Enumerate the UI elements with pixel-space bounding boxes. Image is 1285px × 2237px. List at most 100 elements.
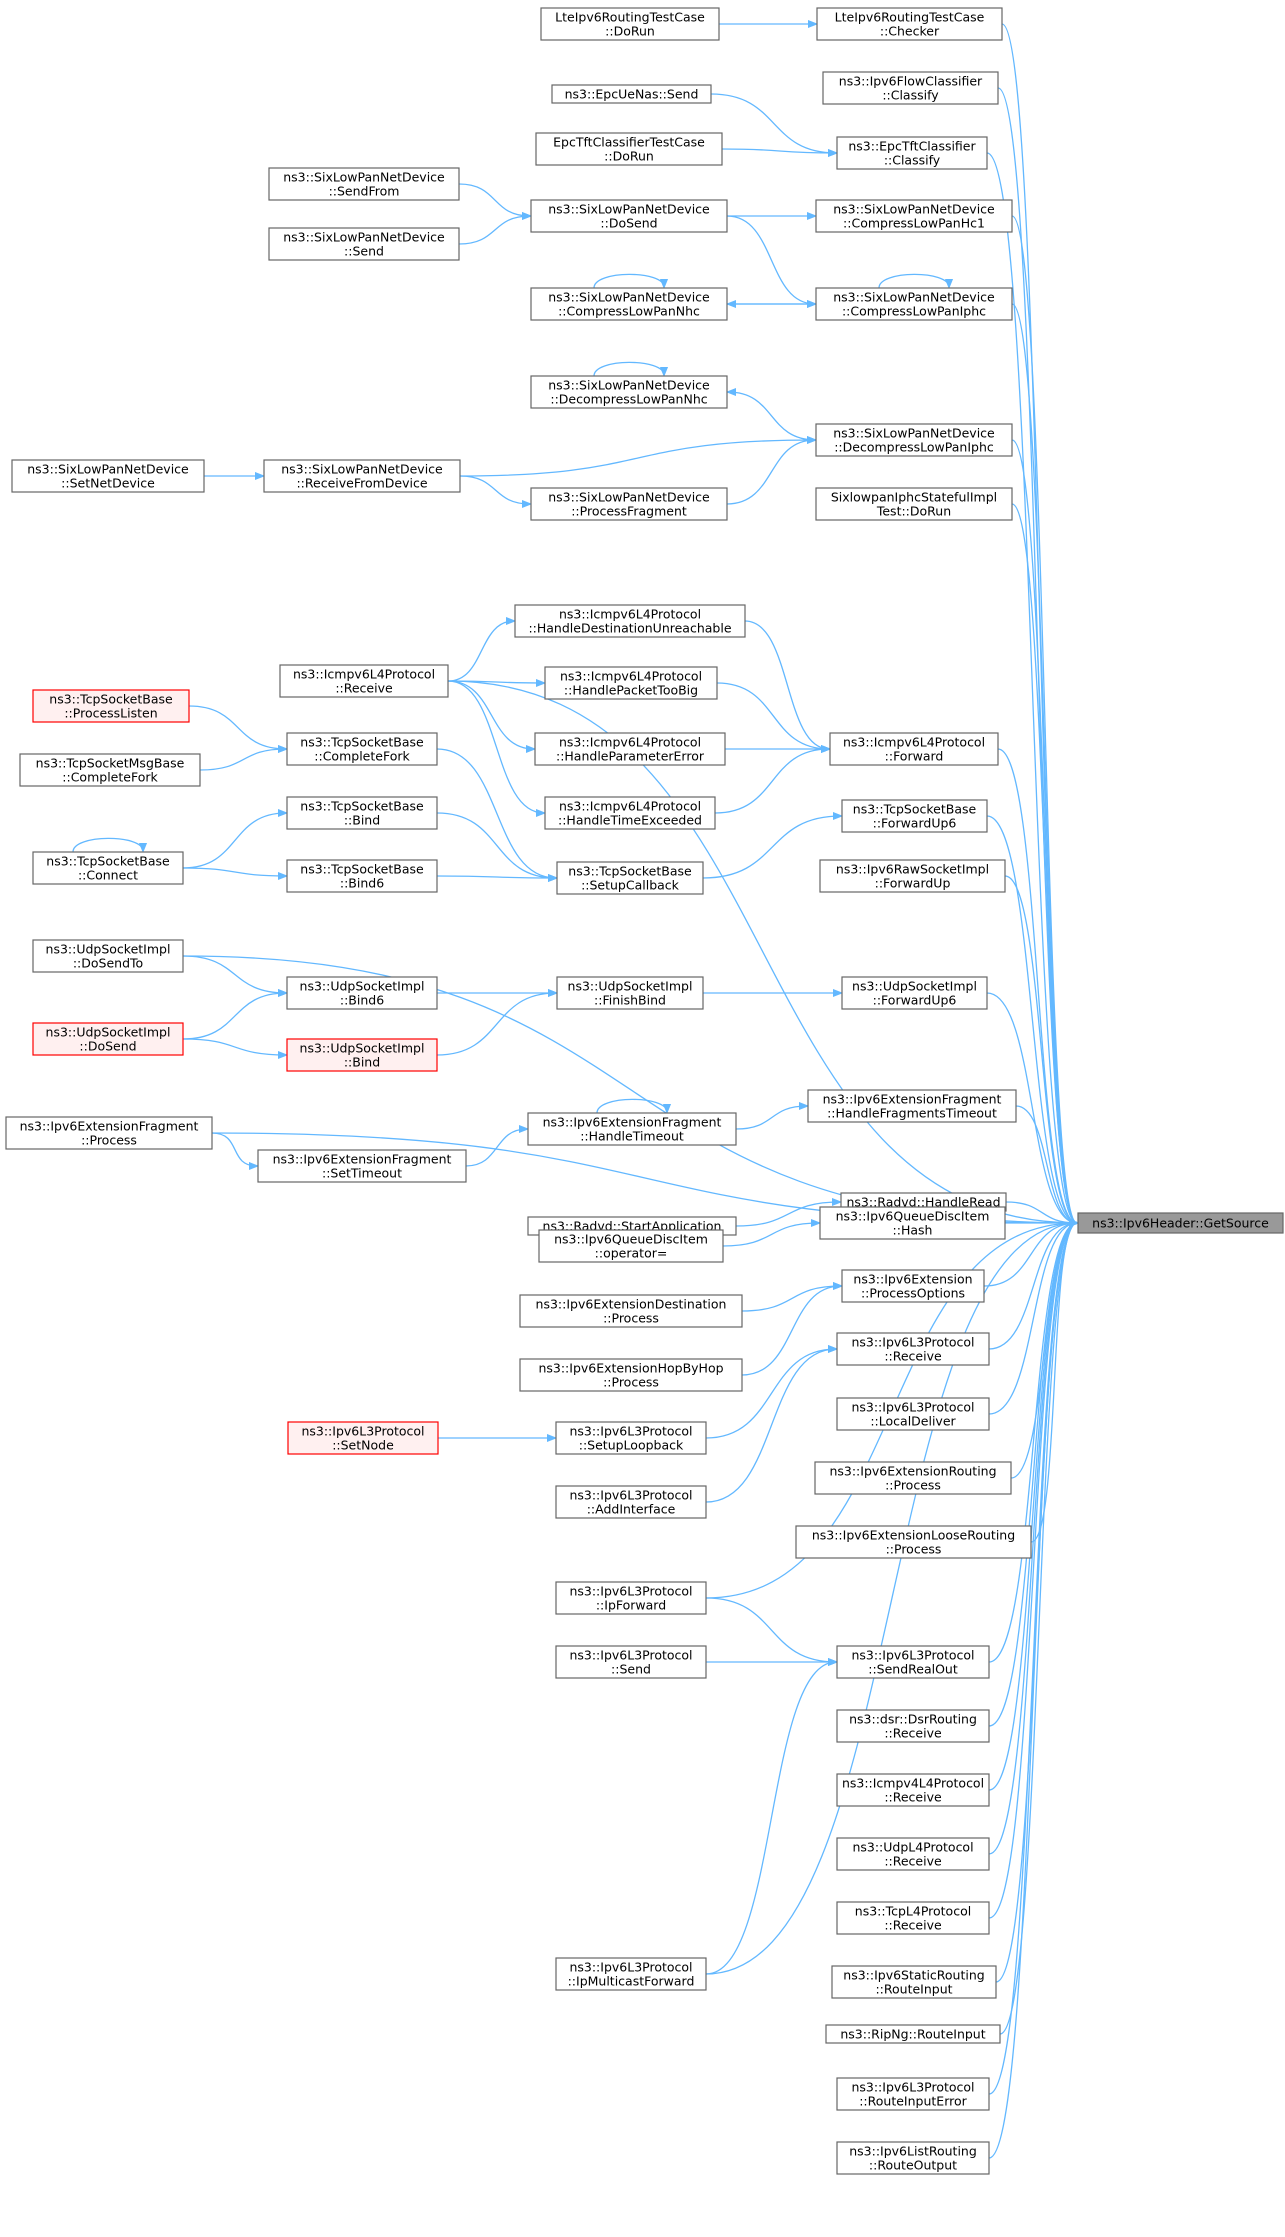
node-tcpl4-recv[interactable]: ns3::TcpL4Protocol::Receive: [836, 1901, 990, 1935]
node-dsr-recv[interactable]: ns3::dsr::DsrRouting::Receive: [836, 1709, 990, 1743]
node-icmp-timeex[interactable]: ns3::Icmpv6L4Protocol::HandleTimeExceede…: [544, 796, 716, 830]
node-label: ::HandleFragmentsTimeout: [827, 1106, 997, 1121]
node-icmp-forward[interactable]: ns3::Icmpv6L4Protocol::Forward: [829, 732, 999, 766]
node-l3-setloop[interactable]: ns3::Ipv6L3Protocol::SetupLoopback: [555, 1421, 707, 1455]
node-box: [841, 976, 988, 1010]
node-flowclass[interactable]: ns3::Ipv6FlowClassifier::Classify: [822, 71, 999, 105]
node-sl-diphc[interactable]: ns3::SixLowPanNetDevice::DecompressLowPa…: [815, 423, 1013, 457]
node-l3-send[interactable]: ns3::Ipv6L3Protocol::Send: [555, 1645, 707, 1679]
node-frag-hftimeout[interactable]: ns3::Ipv6ExtensionFragment::HandleFragme…: [807, 1089, 1017, 1123]
node-frag-process[interactable]: ns3::Ipv6ExtensionFragment::Process: [5, 1116, 213, 1150]
edge-radvd-hread-to-target: [1005, 1201, 1077, 1223]
node-tcp-setcb[interactable]: ns3::TcpSocketBase::SetupCallback: [556, 861, 704, 895]
node-l3-addif[interactable]: ns3::Ipv6L3Protocol::AddInterface: [555, 1485, 707, 1519]
node-label: ::HandleTimeExceeded: [558, 813, 702, 828]
node-ripng-rin[interactable]: ns3::RipNg::RouteInput: [825, 2024, 1001, 2044]
node-tcp-fwdup6[interactable]: ns3::TcpSocketBase::ForwardUp6: [841, 799, 988, 833]
node-sl-cnhc[interactable]: ns3::SixLowPanNetDevice::CompressLowPanN…: [530, 287, 728, 321]
node-box: [836, 1709, 990, 1743]
node-l3-receive[interactable]: ns3::Ipv6L3Protocol::Receive: [836, 1332, 990, 1366]
node-tcp-bind[interactable]: ns3::TcpSocketBase::Bind: [286, 796, 438, 830]
node-label: ::Process: [603, 1311, 659, 1326]
node-box: [1077, 1212, 1284, 1234]
node-l3-sendrealout[interactable]: ns3::Ipv6L3Protocol::SendRealOut: [836, 1645, 990, 1679]
node-udp-finbind[interactable]: ns3::UdpSocketImpl::FinishBind: [556, 976, 704, 1010]
node-tcp-bind6[interactable]: ns3::TcpSocketBase::Bind6: [286, 859, 438, 893]
node-sl-procfrag[interactable]: ns3::SixLowPanNetDevice::ProcessFragment: [530, 487, 728, 521]
node-udp-dosend[interactable]: ns3::UdpSocketImpl::DoSend: [32, 1022, 184, 1056]
node-epctft-classify[interactable]: ns3::EpcTftClassifier::Classify: [836, 136, 988, 170]
node-icmp-recv[interactable]: ns3::Icmpv6L4Protocol::Receive: [279, 664, 449, 698]
edge-frag-htimeout-to-frag-hftimeout: [735, 1106, 807, 1130]
node-qdisc-opeq[interactable]: ns3::Ipv6QueueDiscItem::operator=: [538, 1229, 724, 1263]
node-tcp-proclisten[interactable]: ns3::TcpSocketBase::ProcessListen: [32, 689, 190, 723]
node-box: [11, 459, 205, 493]
node-lte-dorun[interactable]: LteIpv6RoutingTestCase::DoRun: [540, 7, 720, 41]
node-label: ::ForwardUp6: [873, 816, 957, 831]
node-label: ns3::TcpSocketBase: [853, 802, 977, 817]
node-lte-checker[interactable]: LteIpv6RoutingTestCase::Checker: [816, 7, 1003, 41]
node-label: ::Receive: [884, 1349, 942, 1364]
node-label: ns3::RipNg::RouteInput: [840, 2027, 985, 2042]
node-udp-dosendto[interactable]: ns3::UdpSocketImpl::DoSendTo: [32, 939, 184, 973]
node-label: LteIpv6RoutingTestCase: [835, 10, 985, 25]
node-label: ns3::Ipv6ExtensionFragment: [20, 1119, 199, 1134]
node-label: ns3::Icmpv6L4Protocol: [559, 607, 701, 622]
node-icmp4-recv[interactable]: ns3::Icmpv4L4Protocol::Receive: [836, 1773, 990, 1807]
node-label: ::Checker: [880, 24, 940, 39]
node-raw-fwdup[interactable]: ns3::Ipv6RawSocketImpl::ForwardUp: [819, 859, 1006, 893]
node-label: ::CompleteFork: [314, 749, 410, 764]
edge-sl-diphc-to-sl-dnhc: [728, 392, 817, 441]
node-label: ns3::Ipv6L3Protocol: [851, 1335, 974, 1350]
node-sl-ciphc[interactable]: ns3::SixLowPanNetDevice::CompressLowPanI…: [815, 287, 1013, 321]
node-exthop-proc[interactable]: ns3::Ipv6ExtensionHopByHop::Process: [519, 1358, 743, 1392]
node-udpl4-recv[interactable]: ns3::UdpL4Protocol::Receive: [836, 1837, 990, 1871]
edge-raw-fwdup-to-target: [1004, 875, 1077, 1223]
node-box: [836, 1397, 990, 1431]
node-l3-localdel[interactable]: ns3::Ipv6L3Protocol::LocalDeliver: [836, 1397, 990, 1431]
node-sl-dosend[interactable]: ns3::SixLowPanNetDevice::DoSend: [530, 199, 728, 233]
node-ext-procopts[interactable]: ns3::Ipv6Extension::ProcessOptions: [841, 1269, 985, 1303]
node-list-rout[interactable]: ns3::Ipv6ListRouting::RouteOutput: [836, 2141, 990, 2175]
edge-icmp-recv-to-icmp-timeex: [447, 680, 544, 813]
node-label: ::ProcessFragment: [571, 504, 687, 519]
node-extrout-proc[interactable]: ns3::Ipv6ExtensionRouting::Process: [814, 1461, 1012, 1495]
node-static-rin[interactable]: ns3::Ipv6StaticRouting::RouteInput: [831, 1965, 997, 1999]
node-l3-setnode[interactable]: ns3::Ipv6L3Protocol::SetNode: [287, 1421, 439, 1455]
node-box: [556, 861, 704, 895]
node-epctft-dorun[interactable]: EpcTftClassifierTestCase::DoRun: [535, 132, 723, 166]
node-target[interactable]: ns3::Ipv6Header::GetSource: [1077, 1212, 1284, 1234]
node-tcp-connect[interactable]: ns3::TcpSocketBase::Connect: [32, 851, 184, 885]
node-tcpmsg-fork[interactable]: ns3::TcpSocketMsgBase::CompleteFork: [19, 753, 201, 787]
node-udp-bind6[interactable]: ns3::UdpSocketImpl::Bind6: [286, 976, 438, 1010]
node-label: ::Bind: [344, 813, 380, 828]
node-icmp-toobig[interactable]: ns3::Icmpv6L4Protocol::HandlePacketTooBi…: [544, 666, 718, 700]
node-sl-dnhc[interactable]: ns3::SixLowPanNetDevice::DecompressLowPa…: [530, 375, 728, 409]
edge-icmp-toobig-to-icmp-forward: [716, 682, 829, 749]
node-label: ns3::Ipv6Header::GetSource: [1092, 1216, 1269, 1231]
node-frag-settimeout[interactable]: ns3::Ipv6ExtensionFragment::SetTimeout: [257, 1149, 467, 1183]
node-extdest-proc[interactable]: ns3::Ipv6ExtensionDestination::Process: [519, 1294, 743, 1328]
node-qdisc-hash[interactable]: ns3::Ipv6QueueDiscItem::Hash: [819, 1206, 1006, 1240]
edge-l3-ipmcast-to-target: [705, 1223, 1077, 1975]
node-sl-setnd[interactable]: ns3::SixLowPanNetDevice::SetNetDevice: [11, 459, 205, 493]
node-frag-htimeout[interactable]: ns3::Ipv6ExtensionFragment::HandleTimeou…: [527, 1112, 737, 1146]
node-sl-send[interactable]: ns3::SixLowPanNetDevice::Send: [268, 227, 460, 261]
node-sl-hc1[interactable]: ns3::SixLowPanNetDevice::CompressLowPanH…: [815, 199, 1013, 233]
node-icmp-paramerr[interactable]: ns3::Icmpv6L4Protocol::HandleParameterEr…: [534, 732, 726, 766]
node-icmp-destun[interactable]: ns3::Icmpv6L4Protocol::HandleDestination…: [514, 604, 746, 638]
node-box: [534, 732, 726, 766]
node-l3-ipmcast[interactable]: ns3::Ipv6L3Protocol::IpMulticastForward: [555, 1957, 707, 1991]
node-extloose-proc[interactable]: ns3::Ipv6ExtensionLooseRouting::Process: [795, 1525, 1032, 1559]
node-sl-sendfrom[interactable]: ns3::SixLowPanNetDevice::SendFrom: [268, 167, 460, 201]
edge-sl-dosend-to-sl-ciphc: [726, 215, 815, 304]
node-udp-fwdup6[interactable]: ns3::UdpSocketImpl::ForwardUp6: [841, 976, 988, 1010]
node-sl-recvfrom[interactable]: ns3::SixLowPanNetDevice::ReceiveFromDevi…: [263, 459, 461, 493]
node-l3-ipforward[interactable]: ns3::Ipv6L3Protocol::IpForward: [555, 1581, 707, 1615]
node-epcuenas[interactable]: ns3::EpcUeNas::Send: [551, 84, 712, 104]
node-tcp-complfork[interactable]: ns3::TcpSocketBase::CompleteFork: [286, 732, 438, 766]
node-box: [286, 796, 438, 830]
node-l3-rinerr[interactable]: ns3::Ipv6L3Protocol::RouteInputError: [836, 2077, 990, 2111]
node-udp-bind[interactable]: ns3::UdpSocketImpl::Bind: [286, 1038, 438, 1072]
